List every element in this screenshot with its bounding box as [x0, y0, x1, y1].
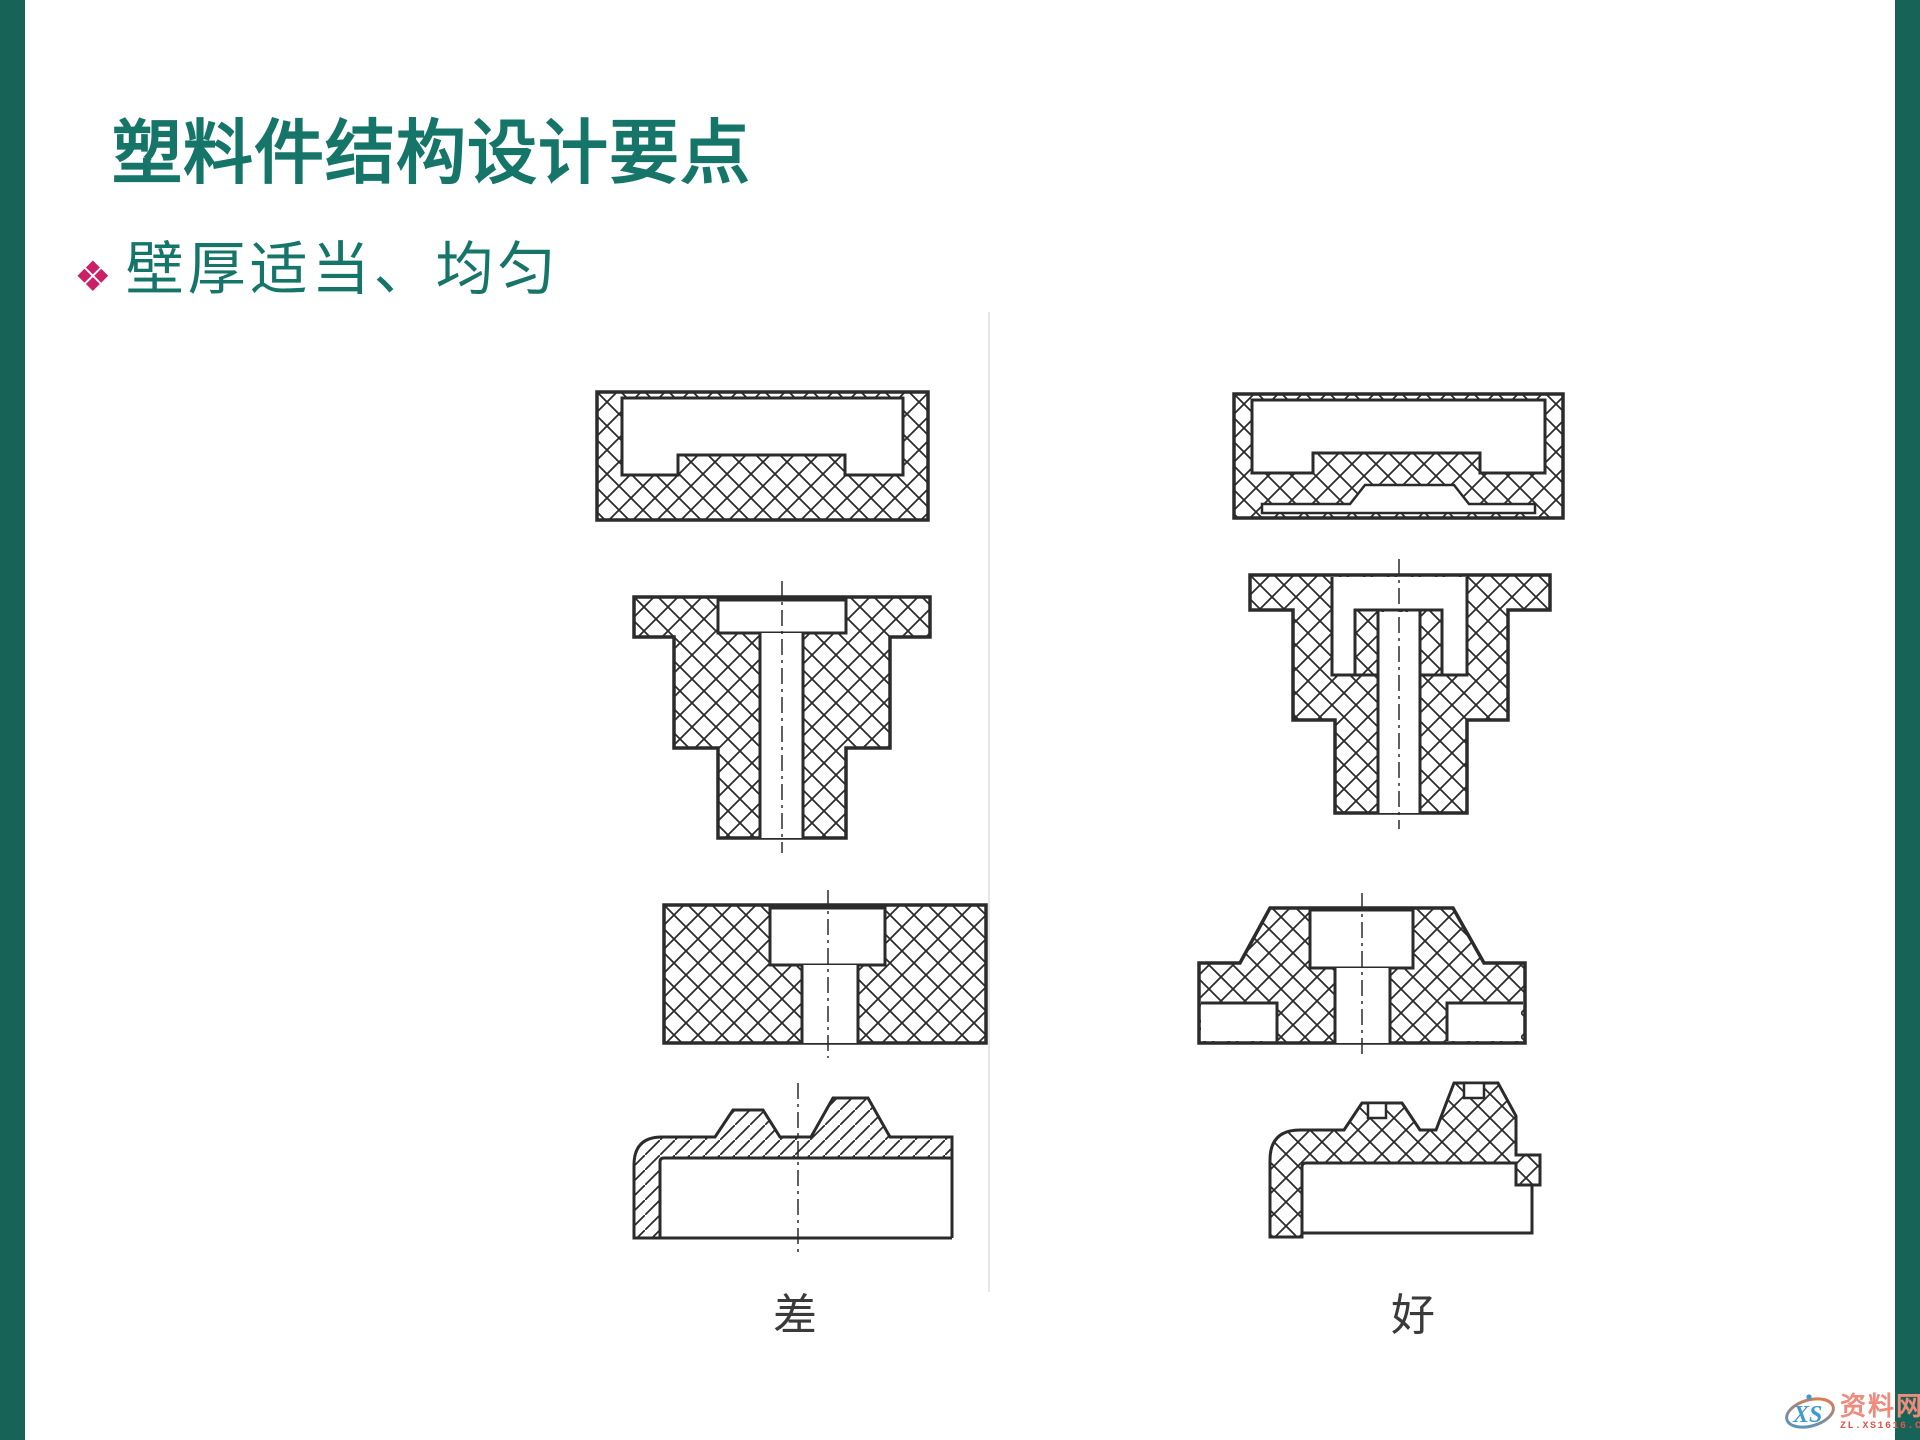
bullet-line: ❖ 壁厚适当、均匀 [74, 238, 560, 302]
watermark-text: 资料网 ZL.XS1616.COM [1840, 1393, 1920, 1432]
figure-label-good: 好 [1391, 1291, 1435, 1340]
watermark-site-name: 资料网 [1840, 1390, 1920, 1421]
watermark-site-url: ZL.XS1616.COM [1840, 1420, 1920, 1432]
page-title: 塑料件结构设计要点 [112, 114, 751, 192]
figure-label-bad: 差 [773, 1291, 817, 1340]
slide-edge-bar-left [0, 0, 25, 1440]
diagram-box-section-bad [595, 390, 930, 522]
scan-fold-line [988, 312, 990, 1292]
xs-logo-icon: XS [1785, 1394, 1835, 1429]
diagram-block-bad [662, 890, 988, 1058]
slide-edge-bar-right [1895, 0, 1920, 1440]
diagram-cover-bad [632, 1083, 954, 1253]
diagram-cover-good [1268, 1081, 1542, 1239]
diagram-box-section-good [1232, 392, 1565, 520]
diagram-boss-good [1197, 893, 1527, 1057]
diagram-bushing-bad [632, 581, 932, 853]
watermark: XS 资料网 ZL.XS1616.COM [1784, 1392, 1920, 1432]
diamond-bullet-icon: ❖ [74, 253, 112, 300]
diagram-bushing-good [1248, 559, 1552, 829]
xs-logo-text: XS [1792, 1402, 1822, 1428]
bullet-text: 壁厚适当、均匀 [125, 237, 560, 302]
